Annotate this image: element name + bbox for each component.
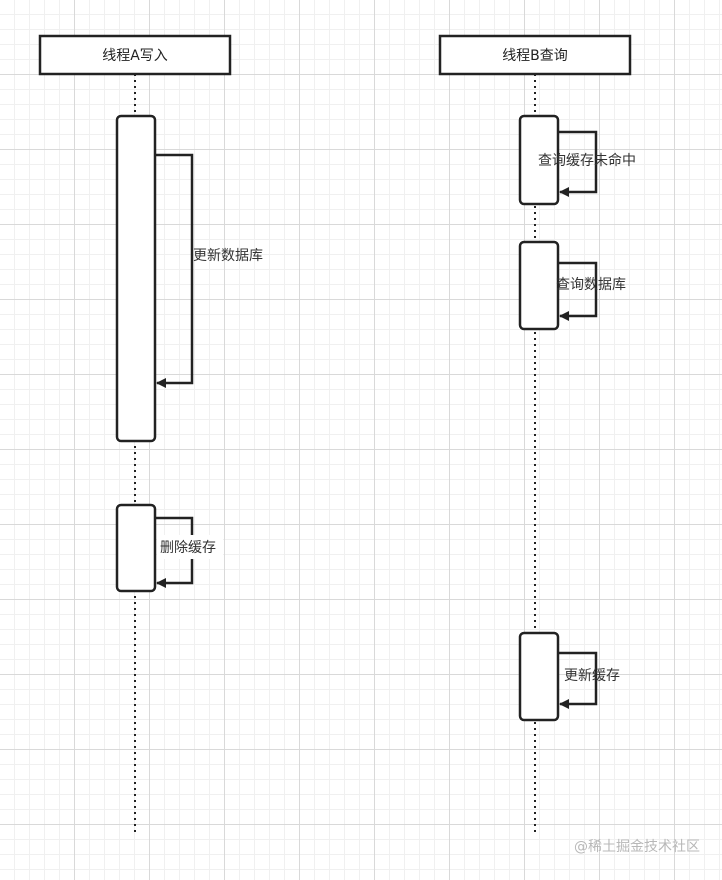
message-b-query-db-label: 查询数据库 bbox=[556, 277, 626, 293]
activation-b-cache-miss[interactable] bbox=[518, 114, 560, 206]
self-message-b-query-db-arrow bbox=[558, 261, 598, 321]
message-b-cache-miss-label: 查询缓存未命中 bbox=[538, 152, 636, 169]
message-a-delete-cache-label: 删除缓存 bbox=[160, 540, 216, 556]
message-b-update-cache-label: 更新缓存 bbox=[564, 668, 620, 684]
self-message-a-update-db-arrow bbox=[155, 153, 194, 388]
activation-b-query-db[interactable] bbox=[518, 240, 560, 331]
participant-thread-b-label: 线程B查询 bbox=[502, 48, 568, 64]
activation-a-delete-cache[interactable] bbox=[115, 503, 157, 593]
participant-thread-b[interactable]: 线程B查询 bbox=[438, 34, 632, 76]
watermark: @稀土掘金技术社区 bbox=[574, 839, 700, 855]
self-message-b-update-cache-arrow bbox=[558, 651, 598, 709]
participant-thread-a-label: 线程A写入 bbox=[102, 48, 168, 64]
message-a-update-db-label: 更新数据库 bbox=[193, 248, 263, 264]
activation-a-update-db[interactable] bbox=[115, 114, 157, 443]
participant-thread-a[interactable]: 线程A写入 bbox=[38, 34, 232, 76]
self-message-b-cache-miss-arrow bbox=[558, 130, 598, 197]
activation-b-update-cache[interactable] bbox=[518, 631, 560, 722]
